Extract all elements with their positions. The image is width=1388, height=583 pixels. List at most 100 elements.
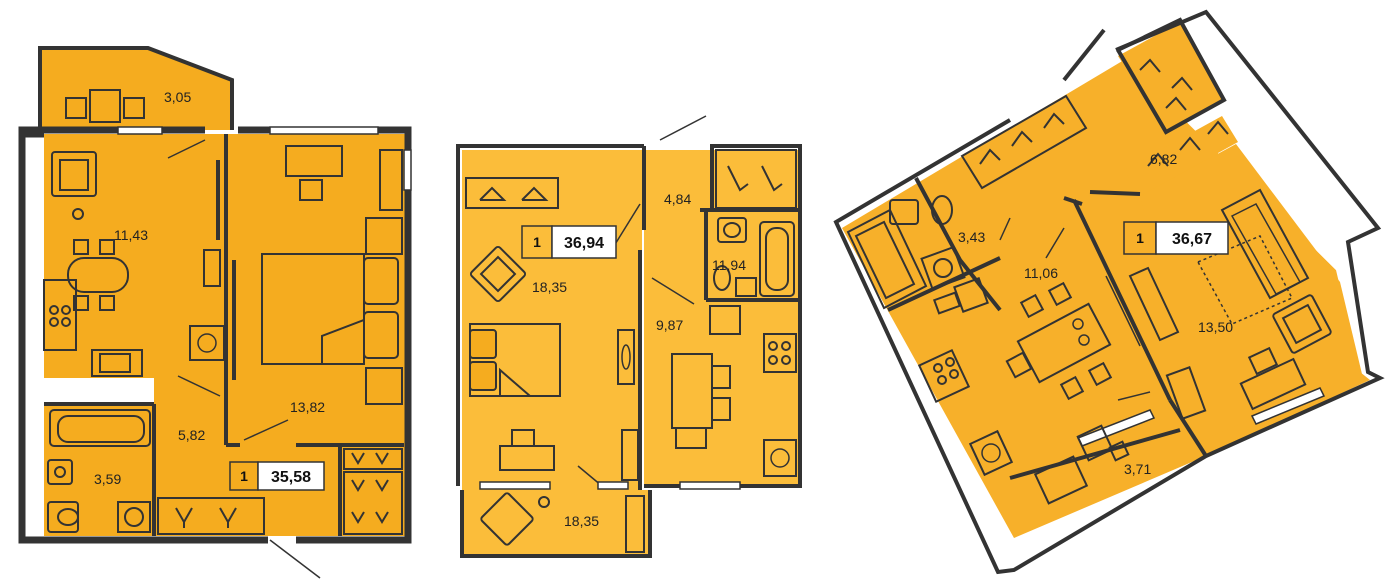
plan-2-door-swing	[613, 203, 641, 247]
toilet-icon	[47, 501, 79, 533]
plan-2-radiator	[621, 429, 639, 481]
tv-unit	[617, 329, 635, 385]
bathtub-icon	[846, 208, 928, 310]
plan-1-area-bathroom: 3,59	[94, 471, 121, 487]
plan-1-balcony-table	[65, 89, 145, 123]
desk-icon	[499, 429, 555, 471]
plan-3-bath-wall	[914, 177, 1002, 312]
plan-2-window-3	[597, 481, 629, 490]
plan-3-area-hall: 6,82	[1150, 151, 1177, 167]
floor-plan-1: 3,05 11,43 13,82 5,82 3,59 1 35,58	[18, 46, 412, 579]
plan-1-area-hall: 5,82	[178, 427, 205, 443]
plan-3-total-area: 36,67	[1172, 231, 1212, 248]
plan-2-outer-wall	[456, 144, 644, 486]
plan-1-area-kitchen-living: 11,43	[114, 227, 148, 243]
plan-3-area-living: 13,50	[1198, 319, 1233, 335]
bed-icon	[469, 323, 561, 397]
plan-2-badge: 1 36,94	[521, 225, 617, 259]
plan-1-badge: 1 35,58	[229, 461, 325, 491]
plan-1-window-bedroom	[269, 126, 379, 135]
stove-icon	[763, 333, 797, 477]
plan-2-wardrobe-hanger-icon	[465, 149, 797, 209]
plan-3-right-fill	[1140, 144, 1362, 440]
plan-2-area-room: 18,35	[532, 279, 567, 295]
plan-2-window	[479, 481, 551, 490]
plan-3-window	[1250, 387, 1326, 425]
plan-3-rug	[1197, 235, 1294, 325]
plan-1-shelf	[379, 149, 403, 211]
plan-1-window	[117, 126, 163, 135]
plan-1-nightstand-2	[365, 367, 403, 405]
dining-table-icon	[67, 239, 129, 311]
sink-icon	[47, 459, 73, 485]
plan-1-door-swing-3	[243, 419, 289, 441]
plan-2-room-fill	[462, 150, 642, 490]
plan-3-entry-line	[1062, 28, 1106, 82]
plan-1-area-balcony: 3,05	[164, 89, 191, 105]
plan-1-window-side	[403, 149, 412, 191]
stove-icon	[917, 348, 1014, 477]
dining-table-icon	[1005, 281, 1113, 401]
plan-2-area-kitchen: 9,87	[656, 317, 683, 333]
plan-3-wardrobe-fill-2	[1124, 116, 1238, 196]
armchair-icon	[51, 151, 97, 197]
floor-plan-3: 6,82 3,43 11,06 13,50 3,71 1 36,67	[833, 9, 1385, 575]
toilet-icon	[889, 195, 953, 225]
plan-3-wardrobe-fill	[1118, 22, 1224, 132]
plan-3-area-kitchen: 11,06	[1024, 265, 1058, 281]
plan-3-badge: 1 36,67	[1123, 221, 1229, 255]
plan-1-nightstand	[365, 217, 403, 255]
plan-3-room-count: 1	[1136, 230, 1144, 246]
bathtub-icon	[759, 221, 795, 297]
bathtub-icon	[49, 409, 151, 447]
plan-1-area-bedroom: 13,82	[290, 399, 325, 415]
plan-3-wall-center	[1072, 199, 1172, 401]
floor-plan-2: 4,84 18,35 11,94 9,87 18,35 1 36,94	[456, 115, 802, 558]
plan-3-wall-stub	[1063, 196, 1083, 206]
plan-2-balcony-fill	[462, 490, 650, 554]
sink-icon	[932, 277, 989, 315]
plan-2-right-fill	[644, 150, 798, 486]
plan-3-door-swing-2	[1045, 227, 1065, 259]
plan-1-balcony-fill	[40, 48, 232, 130]
plan-1-shaft	[44, 378, 154, 404]
plan-3-wardrobe-wall	[1116, 17, 1227, 135]
plan-2-area-bathroom: 11,94	[712, 257, 746, 273]
plan-1-storage-hanger-icon	[343, 448, 403, 535]
armchair-icon	[1272, 294, 1332, 354]
plan-1-total-area: 35,58	[271, 469, 311, 486]
washing-machine-icon	[117, 501, 151, 533]
plan-2-total-area: 36,94	[564, 235, 604, 252]
plan-2-balcony-shelf	[625, 495, 645, 553]
desk-icon	[1239, 346, 1307, 411]
sofa-icon	[1220, 188, 1310, 300]
tv-unit	[1105, 266, 1180, 347]
toilet-icon	[713, 217, 747, 291]
plan-3-door-swing	[999, 217, 1011, 241]
plan-3-radiator	[1165, 366, 1207, 420]
dining-table-icon	[671, 353, 731, 449]
plan-3-wall-center-2	[1168, 398, 1208, 458]
plan-1-door-swing	[167, 139, 206, 159]
plan-1-balcony-wall	[38, 46, 234, 130]
plan-1-outer-wall-right	[296, 126, 412, 544]
plan-3-area-balcony: 3,71	[1124, 461, 1151, 477]
desk-icon	[285, 145, 343, 201]
sink-icon	[709, 277, 757, 335]
plan-3-wall-stub-2	[1089, 190, 1141, 196]
plan-3-wall-balcony	[1009, 428, 1181, 480]
plan-3-door-swing-3	[1117, 391, 1151, 401]
plan-2-balcony-armchair	[480, 492, 550, 546]
kitchen-counter	[43, 279, 143, 377]
plan-3-outer-wall	[833, 9, 1385, 575]
plan-1-door-swing-2	[177, 375, 221, 397]
plant-icon	[72, 208, 84, 220]
plan-1-outer-wall	[18, 130, 268, 544]
plan-3-balcony-table	[1033, 424, 1130, 505]
armchair-icon	[469, 245, 527, 303]
plan-2-area-hall: 4,84	[664, 191, 691, 207]
plan-2-area-balcony: 18,35	[564, 513, 599, 529]
plan-2-entry-line	[659, 115, 707, 141]
tv-unit	[189, 249, 225, 361]
